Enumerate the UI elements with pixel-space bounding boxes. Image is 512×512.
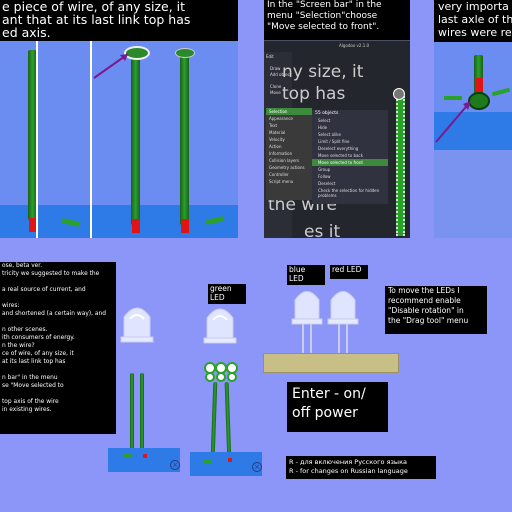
wire-red-end — [132, 219, 140, 233]
sidebar-item[interactable]: Draw — [270, 66, 281, 71]
context-item[interactable]: Action — [269, 144, 282, 149]
wire-fragment — [444, 96, 462, 100]
led-blue[interactable] — [290, 287, 324, 353]
context-item[interactable]: Velocity — [269, 137, 285, 142]
screenshot-panel-middle: In the "Screen bar" in the menu "Selecti… — [264, 0, 410, 238]
ground-block — [434, 112, 512, 150]
screenshot-panel-left: e piece of wire, of any size, it ant tha… — [0, 0, 238, 238]
panel-divider — [90, 40, 92, 238]
wire-red-end — [29, 218, 37, 232]
panel-caption: very importa last axle of th wires were … — [434, 0, 512, 42]
submenu-item[interactable]: Follow — [318, 174, 331, 179]
led-leg-wire — [210, 381, 218, 458]
led-leg-wire — [130, 373, 134, 455]
context-item[interactable]: Text — [269, 123, 278, 128]
language-note-ru: R - для включения Русского языка — [289, 458, 407, 466]
wire — [28, 50, 37, 220]
instructions-text: ose, beta ver. tricity we suggested to m… — [0, 262, 116, 434]
sidebar-item[interactable]: Clone — [270, 84, 282, 89]
language-note-en: R - for changes on Russian language — [289, 467, 408, 475]
wire — [131, 55, 140, 225]
context-item[interactable]: Information — [269, 151, 293, 156]
panel-caption: e piece of wire, of any size, it ant tha… — [0, 0, 238, 41]
led-red[interactable] — [326, 287, 360, 353]
pointer-arrow-icon — [435, 101, 471, 143]
wire-top-node — [175, 48, 195, 58]
context-item[interactable]: Script menu — [269, 179, 294, 184]
led-gears — [204, 362, 238, 382]
led-label-red: red LED — [330, 265, 368, 279]
sidebar-item[interactable]: Add object — [270, 72, 292, 77]
submenu-item[interactable]: Deselect everything — [318, 146, 359, 151]
submenu-item[interactable]: Hide — [318, 125, 328, 130]
sidebar-item[interactable]: Edit — [266, 54, 274, 59]
submenu-header: 55 objects — [315, 111, 339, 116]
power-note: Enter - on/ off power — [287, 382, 388, 432]
submenu-item[interactable]: Deselect — [318, 181, 336, 186]
led-leg-wire — [140, 373, 144, 455]
context-item[interactable]: Geometry actions — [269, 165, 305, 170]
led-move-note: To move the LEDs I recommend enable "Dis… — [385, 286, 487, 334]
pin-green — [124, 454, 131, 457]
pin-red — [143, 454, 147, 458]
screenshot-panel-right: very importa last axle of th wires were … — [434, 0, 512, 238]
context-item[interactable]: Controller — [269, 172, 289, 177]
wire-red-end — [181, 219, 189, 233]
submenu-item[interactable]: Select — [318, 118, 331, 123]
background-text: es it — [304, 222, 341, 238]
pointer-arrow-icon — [93, 53, 129, 79]
context-item[interactable]: Appearance — [269, 116, 294, 121]
close-icon[interactable]: × — [252, 462, 262, 472]
base-block — [190, 452, 262, 476]
wire-red-end — [475, 78, 483, 92]
panel-caption: In the "Screen bar" in the menu "Selecti… — [264, 0, 410, 40]
wire-fragment — [491, 87, 511, 97]
wire-top-node — [124, 46, 150, 60]
background-text: ny size, it — [282, 62, 364, 82]
led-leg-wire — [224, 381, 232, 463]
submenu-item[interactable]: Select alike — [318, 132, 341, 137]
panel-divider — [36, 40, 38, 238]
led-white[interactable] — [118, 303, 156, 375]
context-item[interactable]: Selection — [266, 108, 312, 115]
selection-submenu: 55 objects Select Hide Select alike Limi… — [312, 110, 388, 204]
wire-junction — [468, 92, 490, 110]
base-block — [108, 448, 180, 472]
language-note: R - для включения Русского языка R - for… — [286, 456, 436, 479]
pin-red — [228, 458, 232, 462]
led-green[interactable] — [201, 304, 239, 374]
led-label-blue: blue LED — [287, 265, 325, 285]
panel-bottom-area — [434, 150, 512, 238]
ground-block — [0, 205, 238, 238]
led-label-green: green LED — [208, 284, 246, 304]
context-menu: Selection Appearance Text Material Veloc… — [266, 108, 312, 200]
submenu-item[interactable]: Group — [318, 167, 331, 172]
tan-platform — [263, 353, 399, 373]
wire — [180, 55, 189, 225]
wire — [474, 55, 483, 95]
background-text: top has — [282, 84, 346, 104]
submenu-item[interactable]: Limit / Split fine — [318, 139, 350, 144]
wire-top-node — [393, 88, 405, 100]
context-item[interactable]: Collision layers — [269, 158, 300, 163]
context-item[interactable]: Material — [269, 130, 286, 135]
submenu-item[interactable]: Check the selection for hidden problems — [318, 188, 380, 198]
close-icon[interactable]: × — [170, 460, 180, 470]
pin-green — [204, 460, 211, 463]
submenu-item[interactable]: Move selected to back — [318, 153, 363, 158]
sidebar-item[interactable]: Move — [270, 90, 281, 95]
app-title: Algodoo v2.1.0 — [339, 43, 370, 48]
selected-wire — [396, 96, 405, 236]
submenu-item-highlighted[interactable]: Move selected to front — [312, 159, 388, 166]
